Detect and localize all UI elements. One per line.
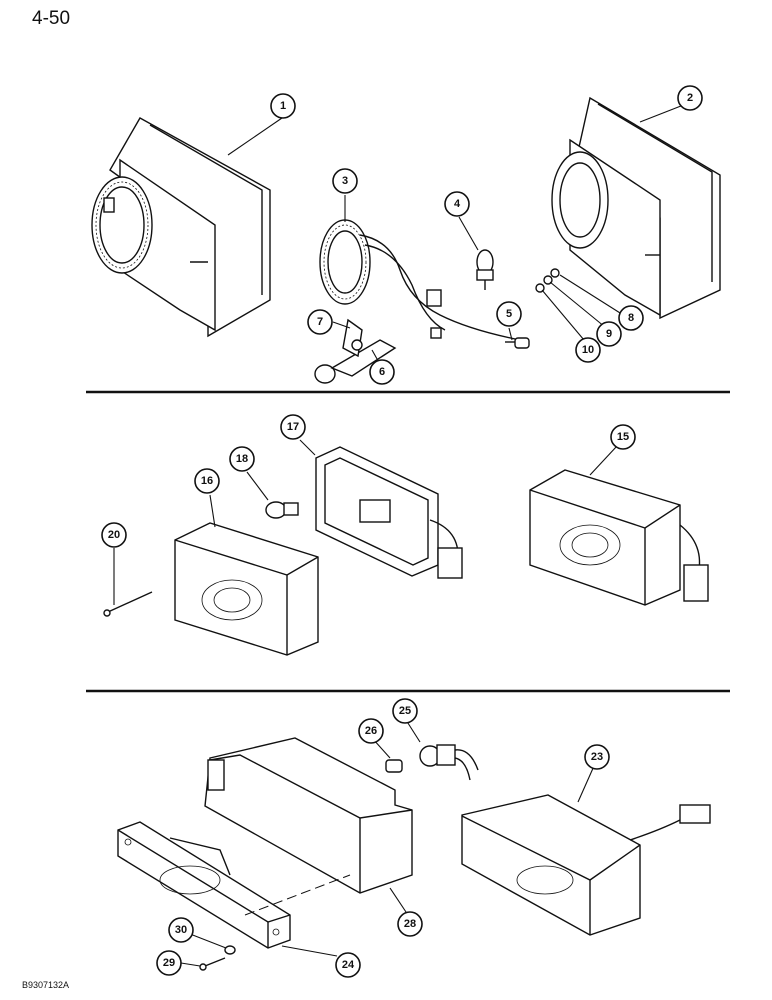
marker-bulb (385, 759, 403, 773)
callout-2: 2 (677, 85, 703, 111)
callout-17: 17 (280, 414, 306, 440)
svg-text:15: 15 (617, 431, 629, 443)
callout-30: 30 (168, 917, 194, 943)
headlamp-adjuster-bracket (314, 318, 397, 384)
callout-9: 9 (596, 321, 622, 347)
svg-text:30: 30 (175, 924, 187, 936)
callout-4: 4 (444, 191, 470, 217)
figure-code: B9307132A (22, 980, 70, 990)
svg-text:9: 9 (606, 328, 612, 340)
mounting-screw (103, 591, 153, 617)
callout-28: 28 (397, 911, 423, 937)
washer-nut-set (535, 268, 560, 293)
callout-10: 10 (575, 337, 601, 363)
marker-lamp-lens (117, 821, 291, 949)
callout-15: 15 (610, 424, 636, 450)
svg-text:29: 29 (163, 957, 175, 969)
callout-6: 6 (369, 359, 395, 385)
svg-text:17: 17 (287, 421, 299, 433)
lamp-lens-left (174, 522, 319, 656)
lamp-assembly-right (529, 469, 709, 606)
svg-text:4: 4 (454, 198, 461, 210)
svg-text:20: 20 (108, 529, 120, 541)
svg-text:8: 8 (628, 312, 634, 324)
marker-socket (419, 744, 479, 781)
svg-text:24: 24 (342, 959, 355, 971)
svg-text:25: 25 (399, 705, 411, 717)
callout-26: 26 (358, 718, 384, 744)
svg-text:2: 2 (687, 92, 693, 104)
callout-3: 3 (332, 168, 358, 194)
svg-text:7: 7 (317, 316, 323, 328)
washer (224, 945, 236, 955)
page-number: 4-50 (32, 8, 71, 29)
marker-lamp-assembly-right (461, 794, 711, 936)
headlamp-bulb (476, 249, 494, 290)
headlamp-housing-left (91, 117, 271, 338)
callout-leaders (113, 103, 687, 967)
svg-text:16: 16 (201, 475, 213, 487)
svg-text:26: 26 (365, 725, 377, 737)
callout-8: 8 (618, 305, 644, 331)
callout-20: 20 (101, 522, 127, 548)
callout-16: 16 (194, 468, 220, 494)
callout-7: 7 (307, 309, 333, 335)
callout-5: 5 (496, 301, 522, 327)
svg-text:28: 28 (404, 918, 416, 930)
svg-text:5: 5 (506, 308, 512, 320)
callout-29: 29 (156, 950, 182, 976)
svg-text:3: 3 (342, 175, 348, 187)
callout-18: 18 (229, 446, 255, 472)
callout-1: 1 (270, 93, 296, 119)
callout-25: 25 (392, 698, 418, 724)
callout-23: 23 (584, 744, 610, 770)
callout-24: 24 (335, 952, 361, 978)
marker-lamp-housing (204, 737, 413, 894)
headlamp-sealed-unit (319, 219, 521, 341)
svg-text:6: 6 (379, 366, 385, 378)
lamp-base-gasket (315, 446, 463, 579)
svg-text:10: 10 (582, 344, 594, 356)
alignment-line (244, 874, 351, 916)
lamp-bulb (265, 501, 299, 519)
screw (199, 957, 226, 971)
headlamp-housing-right (551, 96, 721, 320)
svg-text:23: 23 (591, 751, 603, 763)
svg-text:1: 1 (280, 100, 286, 112)
parking-bulb-socket (505, 337, 530, 349)
svg-text:18: 18 (236, 453, 248, 465)
